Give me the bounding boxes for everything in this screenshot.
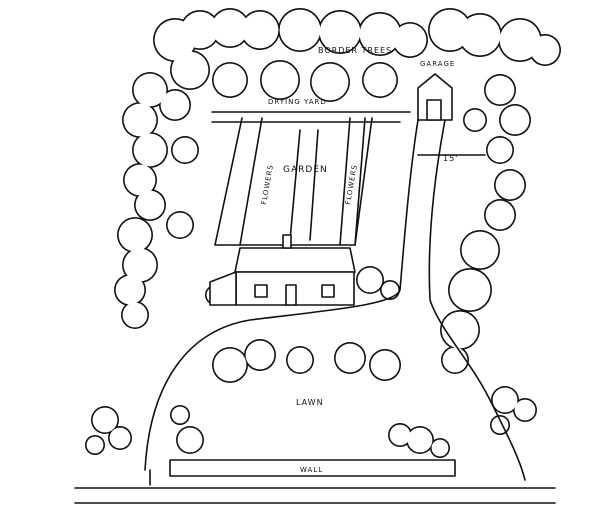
wall [169, 459, 456, 477]
right-tree-row-tree [461, 231, 499, 269]
right-tree-row-tree [441, 311, 479, 349]
border-trees-tree [393, 23, 427, 57]
border-trees-tree [363, 63, 397, 97]
bottom-left-trees-tree [109, 427, 131, 449]
bottom-right-trees-tree [492, 387, 518, 413]
border-trees-tree [459, 14, 501, 56]
drying-yard [211, 111, 411, 123]
border-trees-tree [429, 9, 471, 51]
lawn-label: LAWN [296, 398, 324, 407]
border-trees-label: BORDER TREES [318, 46, 392, 55]
driveway-width-label: 15' [443, 154, 458, 163]
flowers-left-label: FLOWERS [260, 164, 275, 206]
lawn-shrubs-tree [245, 340, 275, 370]
left-tree-row-tree [172, 137, 198, 163]
left-tree-row-tree [118, 218, 152, 252]
border-trees-tree [279, 9, 321, 51]
border-trees-tree [359, 13, 401, 55]
border-trees-tree [499, 19, 541, 61]
lawn-shrubs-tree [370, 350, 400, 380]
lawn-shrubs-tree [389, 424, 411, 446]
house [209, 234, 356, 306]
bottom-right-trees-tree [514, 399, 536, 421]
left-tree-row-tree [133, 73, 167, 107]
house-shrubs-tree [381, 281, 399, 299]
lawn-shrubs-tree [171, 406, 189, 424]
drying-yard-label: DRYING YARD [268, 98, 327, 106]
road [74, 487, 556, 504]
right-tree-row-tree [464, 109, 486, 131]
left-tree-row-tree [115, 275, 145, 305]
lawn-shrubs-tree [407, 427, 433, 453]
left-tree-row-tree [133, 133, 167, 167]
house-shrubs-tree [357, 267, 383, 293]
right-tree-row-tree [495, 170, 525, 200]
border-trees-tree [530, 35, 560, 65]
border-trees-tree [319, 11, 361, 53]
border-trees-tree [261, 61, 299, 99]
border-trees-tree [213, 63, 247, 97]
driveway [144, 119, 526, 486]
garden-beds [214, 117, 373, 246]
left-tree-row-tree [167, 212, 193, 238]
right-tree-row-tree [485, 200, 515, 230]
lawn-shrubs-tree [177, 427, 203, 453]
border-trees-tree [311, 63, 349, 101]
lawn-shrubs-tree [287, 347, 313, 373]
right-tree-row-tree [442, 347, 468, 373]
right-tree-row-tree [485, 75, 515, 105]
border-trees-tree [181, 11, 219, 49]
bottom-left-trees-tree [86, 436, 104, 454]
garage [417, 73, 453, 121]
left-tree-row-tree [123, 103, 157, 137]
left-tree-row-tree [135, 190, 165, 220]
wall-label: WALL [300, 466, 323, 474]
right-tree-row-tree [449, 269, 491, 311]
left-tree-row-tree [160, 90, 190, 120]
left-tree-row-tree [124, 164, 156, 196]
border-trees-tree [211, 9, 249, 47]
lawn-shrubs-tree [213, 348, 247, 382]
garage-label: GARAGE [420, 60, 455, 68]
left-tree-row-tree [123, 248, 157, 282]
right-tree-row-tree [500, 105, 530, 135]
lawn-shrubs-tree [431, 439, 449, 457]
border-trees-tree [241, 11, 279, 49]
lawn-shrubs-tree [335, 343, 365, 373]
bottom-left-trees-tree [92, 407, 118, 433]
garden-label: GARDEN [283, 165, 328, 175]
left-tree-row-tree [122, 302, 148, 328]
tree-fills [86, 9, 560, 457]
right-tree-row-tree [487, 137, 513, 163]
border-trees-tree [171, 51, 209, 89]
